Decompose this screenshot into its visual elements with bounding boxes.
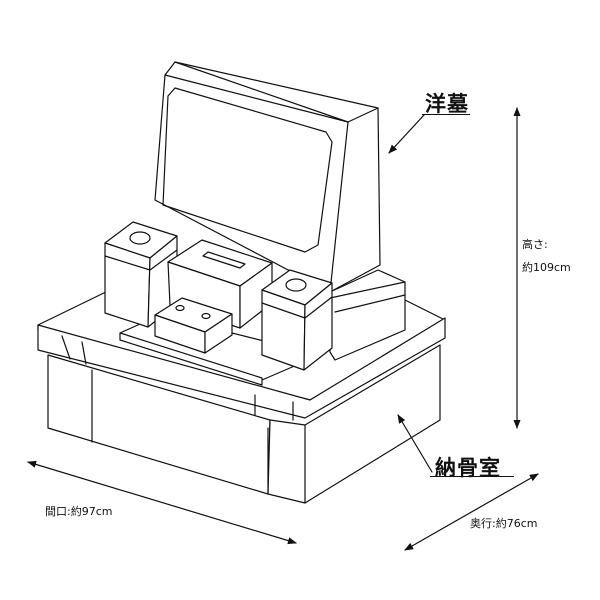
right-vase [261, 269, 333, 371]
ossuary-base [47, 344, 441, 504]
ossuary-pointer-arrow [397, 414, 433, 473]
tombstone [154, 61, 381, 293]
tombstone-pointer-arrow [388, 114, 425, 154]
monument-tier [329, 269, 406, 361]
ossuary-label-underline [430, 476, 514, 477]
height-label-title: 高さ: [522, 238, 548, 251]
width-label: 間口:約97cm [45, 505, 113, 518]
ossuary-label: 納骨室 [435, 456, 501, 480]
tombstone-label: 洋墓 [425, 92, 469, 116]
tombstone-label-underline [422, 114, 470, 115]
width-dimension-arrow [27, 460, 297, 545]
height-label-value: 約109cm [522, 261, 571, 274]
depth-dimension-arrow [404, 473, 539, 551]
depth-label: 奥行:約76cm [470, 517, 538, 530]
offering-box [154, 297, 233, 354]
